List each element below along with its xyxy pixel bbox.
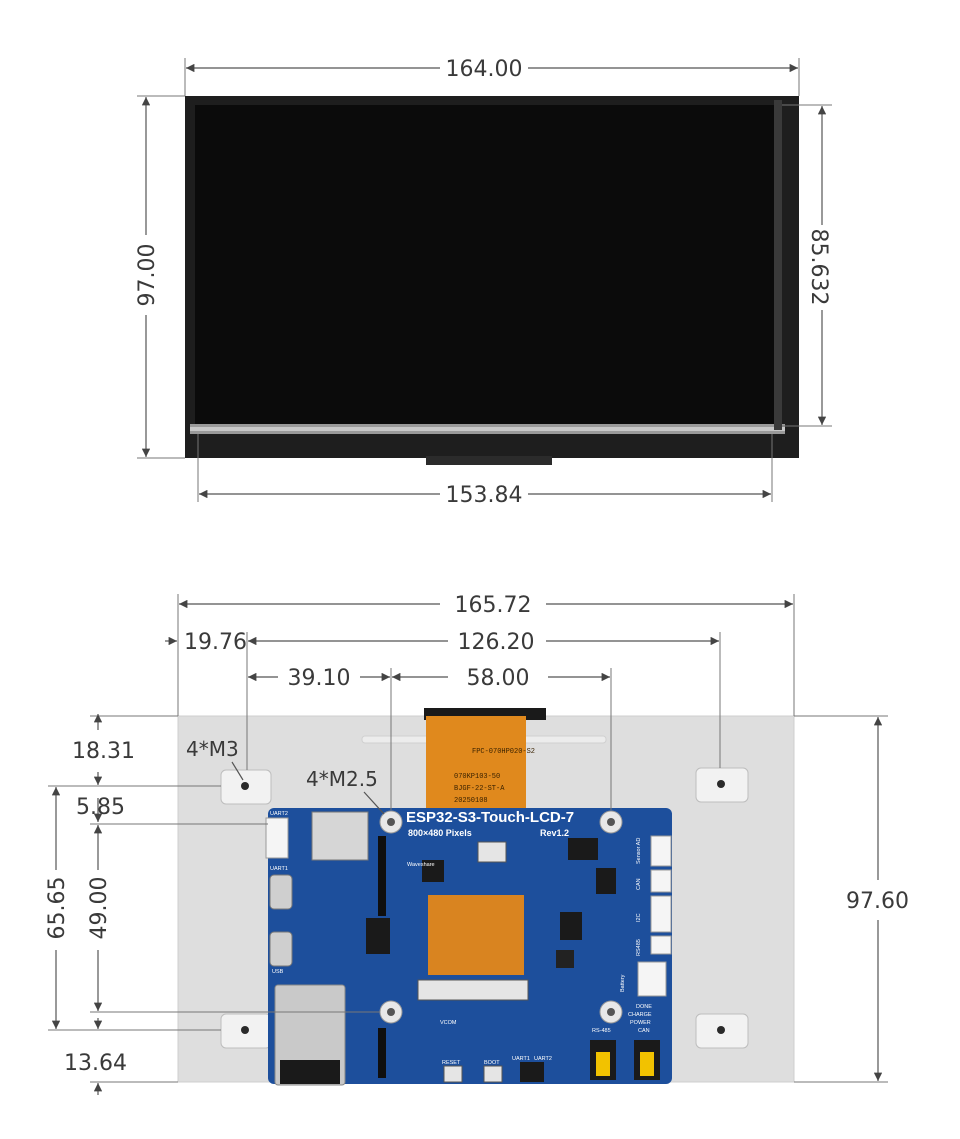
svg-text:20250108: 20250108 xyxy=(454,797,488,805)
svg-text:070KP103-50: 070KP103-50 xyxy=(454,773,500,781)
pcb-brand: Waveshare xyxy=(407,862,435,868)
svg-text:VCOM: VCOM xyxy=(440,1020,457,1026)
svg-text:UART1: UART1 xyxy=(512,1056,530,1062)
dim-back-bottom-offset: 13.64 xyxy=(64,1051,127,1076)
dim-back-pcb-top-offset: 5.85 xyxy=(76,795,125,820)
svg-text:UART1: UART1 xyxy=(270,866,288,872)
dim-back-overall-width: 165.72 xyxy=(455,593,532,618)
lcd-tab xyxy=(426,456,552,465)
m25-callout: 4*M2.5 xyxy=(306,767,378,791)
svg-text:POWER: POWER xyxy=(630,1020,651,1026)
svg-text:CHARGE: CHARGE xyxy=(628,1012,652,1018)
svg-text:RS-485: RS-485 xyxy=(592,1028,611,1034)
svg-text:Battery: Battery xyxy=(620,974,626,992)
svg-text:USB: USB xyxy=(272,969,284,975)
svg-text:FPC-070HP020-S2: FPC-070HP020-S2 xyxy=(472,748,535,756)
svg-text:I2C: I2C xyxy=(636,913,642,922)
dim-back-overall-height: 97.60 xyxy=(846,889,909,914)
svg-text:RS485: RS485 xyxy=(636,939,642,956)
svg-text:CAN: CAN xyxy=(636,878,642,890)
dim-front-height-right: 85.632 xyxy=(806,229,831,306)
svg-text:Sensor AD: Sensor AD xyxy=(636,838,642,864)
svg-text:BJGF-22-ST-A: BJGF-22-ST-A xyxy=(454,785,505,793)
m3-callout: 4*M3 xyxy=(186,737,239,761)
dim-back-left-offset: 19.76 xyxy=(184,630,247,655)
back-view: FPC-070HP020-S2 070KP103-50 BJGF-22-ST-A… xyxy=(45,593,909,1095)
dim-front-width-top: 164.00 xyxy=(446,57,523,82)
svg-text:UART2: UART2 xyxy=(270,811,288,817)
dim-front-width-bottom: 153.84 xyxy=(446,483,523,508)
svg-text:RESET: RESET xyxy=(442,1060,461,1066)
pcb-revision: Rev1.2 xyxy=(540,828,569,838)
dim-back-pcb-hole-spacing: 58.00 xyxy=(467,666,530,691)
fpc-cable: FPC-070HP020-S2 070KP103-50 BJGF-22-ST-A… xyxy=(424,708,546,812)
svg-text:BOOT: BOOT xyxy=(484,1060,500,1066)
lcd-panel xyxy=(195,105,775,426)
dim-back-pcb-hole-vertical: 49.00 xyxy=(87,877,112,940)
m3-standoffs xyxy=(220,767,749,1049)
dim-back-top-offset: 18.31 xyxy=(72,739,135,764)
pcb-resolution: 800×480 Pixels xyxy=(408,828,472,838)
dim-front-height-left: 97.00 xyxy=(135,244,160,307)
pcb-board: ESP32-S3-Touch-LCD-7 800×480 Pixels Rev1… xyxy=(265,808,672,1086)
svg-text:DONE: DONE xyxy=(636,1004,652,1010)
svg-text:UART2: UART2 xyxy=(534,1056,552,1062)
dim-back-left-gap: 39.10 xyxy=(288,666,351,691)
svg-text:CAN: CAN xyxy=(638,1028,650,1034)
dim-back-hole-vertical: 65.65 xyxy=(45,877,70,940)
dim-back-hole-spacing: 126.20 xyxy=(458,630,535,655)
front-view: 164.00 97.00 85.632 153.84 xyxy=(135,57,832,508)
pcb-title: ESP32-S3-Touch-LCD-7 xyxy=(406,809,574,826)
